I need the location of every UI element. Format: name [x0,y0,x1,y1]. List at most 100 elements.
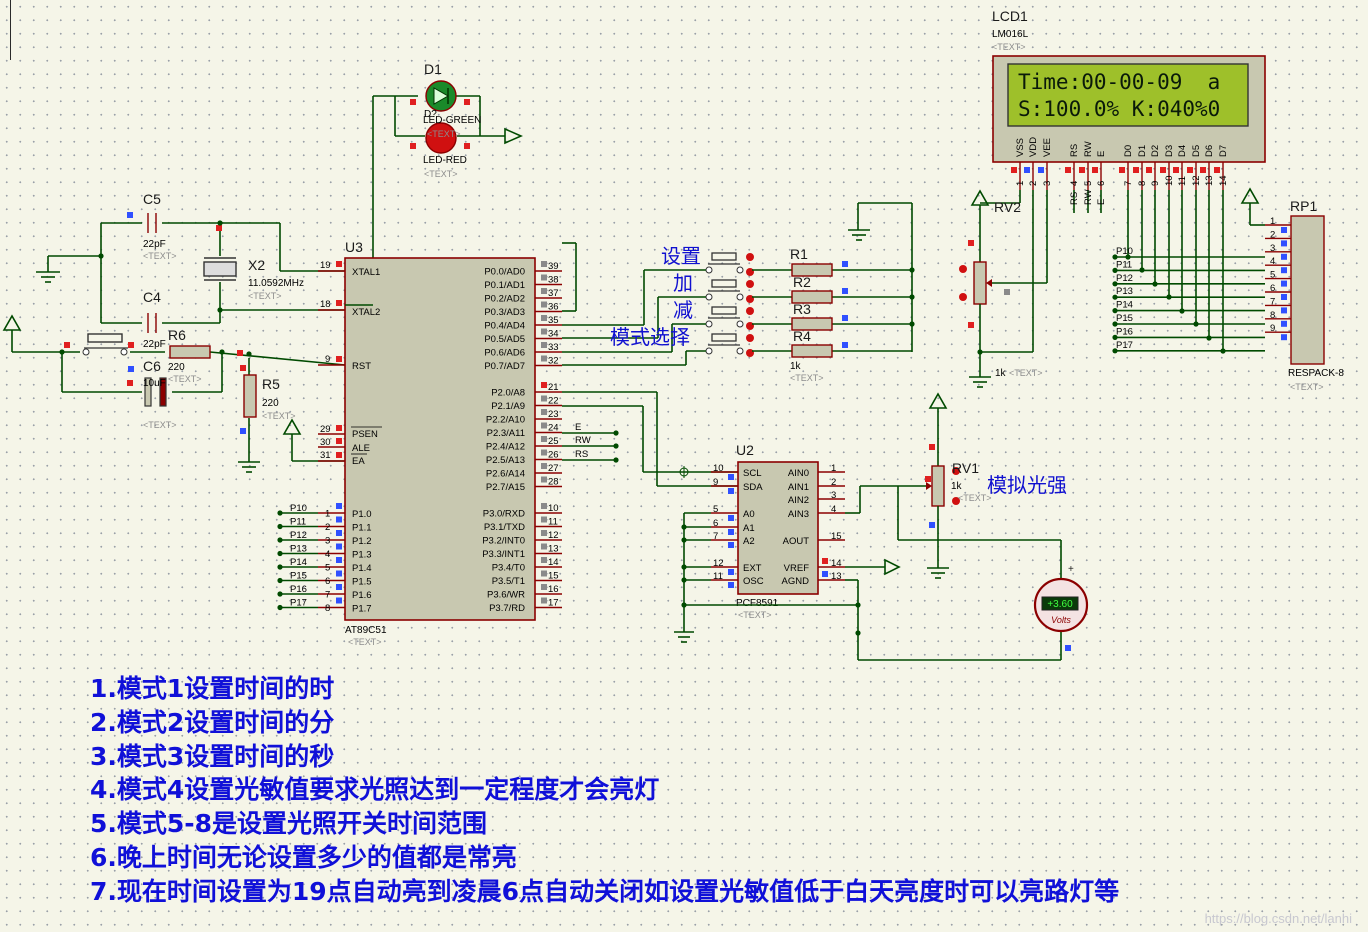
u3-pin-psen-num: 29 [320,424,331,435]
push-button[interactable] [711,333,737,342]
u2-pin-num: 3 [831,490,836,501]
led-red-label: LED-RED [423,155,467,166]
r4-value: 1k [790,361,802,372]
u3-pin-p2-num: 23 [548,409,559,420]
u2-pin-name: OSC [743,576,764,587]
r5-ref: R5 [262,376,280,392]
u3-p1-net-label: P13 [290,544,307,555]
rp1-net-label: P17 [1116,340,1133,351]
lcd-pin-num: 11 [1177,176,1188,186]
u3-pin-p1-name: P1.4 [352,563,372,574]
u3-p1-net-label: P10 [290,503,307,514]
u3-pin-p2-num: 25 [548,436,559,447]
r4-text: <TEXT> [790,373,824,383]
u2-pin-name: AIN2 [788,495,809,506]
lcd1[interactable]: LCD1 LM016L <TEXT> Time:00-00-09 a S:100… [992,8,1266,354]
u2-pin-name: A1 [743,523,755,534]
rv2-text: <TEXT> [1009,368,1043,378]
u2-pin-name: AIN1 [788,482,809,493]
label-mode: 模式选择 [610,325,690,349]
r3-ref: R3 [793,301,811,317]
rv1-value: 1k [951,481,963,492]
u3-pin-p1-num: 4 [325,549,330,560]
led-d1[interactable]: D1 LED-GREEN D? <TEXT> LED-RED <TEXT> [372,61,523,305]
d1-red-text-placeholder: <TEXT> [424,169,458,179]
rp1-part: RESPACK-8 [1288,368,1344,379]
u3-body[interactable] [344,257,536,621]
u2-pin-num: 2 [831,477,836,488]
u3-pin-ale-name: ALE [352,443,370,454]
u2-body[interactable] [737,461,819,595]
lcd-pin-name: D6 [1204,145,1215,157]
lcd1-part: LM016L [992,29,1029,40]
lcd-pin-name: D2 [1150,145,1161,157]
u3-pin-p0-num: 33 [548,342,559,353]
u3-p1-net-label: P17 [290,598,307,609]
u2-pin-name: AGND [782,576,810,587]
u2-pin-name: AIN0 [788,468,809,479]
u3-pin-p3-num: 11 [548,517,558,528]
u3-pin-p0-num: 37 [548,288,559,299]
rp1-net-label: P14 [1116,300,1133,311]
u2-pin-name: SDA [743,482,763,493]
lcd1-ref: LCD1 [992,8,1028,24]
lcd-pin-num: 1 [1015,181,1026,186]
push-button[interactable] [711,306,737,315]
u3-pin-p0-name: P0.4/AD4 [484,321,525,332]
u3-pin-p2-num: 28 [548,477,559,488]
note-item: 3.模式3设置时间的秒 [90,741,335,771]
rv2-contrast[interactable]: RV2 1k <TEXT> [959,189,1048,388]
u2-text: <TEXT> [738,610,772,620]
note-item: 2.模式2设置时间的分 [90,707,335,737]
u3-pin-p3-name: P3.3/INT1 [482,549,525,560]
u3-pin-p2-num: 22 [548,396,559,407]
c5-text: <TEXT> [143,251,177,261]
rp1-respack[interactable]: RP1 RESPACK-8 <TEXT> 123456789P10P11P12P… [1112,187,1344,392]
lcd-pin-group: VSS1VDD2VEE3RS4RW5E6D07D18D29D310D411D51… [1011,137,1229,354]
lcd-pin-name: VSS [1015,138,1026,157]
reset-circuit[interactable]: R6 220 <TEXT> C6 10uF <TEXT> R5 220 <TEX… [2,314,346,473]
u3-pin-p1-name: P1.0 [352,509,372,520]
lcd-ctrl-net: E [1096,199,1107,205]
rp1-net-label: P15 [1116,313,1133,324]
rp1-pin-num: 9 [1270,323,1275,334]
lcd-pin-num: 12 [1191,175,1202,186]
u2-pin-num: 11 [713,571,723,582]
u3-pin-p1-num: 1 [325,509,330,520]
lcd-pin-name: D4 [1177,145,1188,157]
u2-pin-num: 6 [713,518,718,529]
r6-ref: R6 [168,327,186,343]
label-sub: 减 [673,298,693,322]
crystal-circuit[interactable]: C5 22pF <TEXT> X2 11.0592MHz <TEXT> C4 2… [36,191,345,350]
lcd-pin-name: RS [1069,144,1080,157]
u3-pin-rst-name: RST [352,361,371,372]
u3-pin-p0-name: P0.5/AD5 [484,334,525,345]
u3-pin-p2-name: P2.1/A9 [491,401,525,412]
rv1-light-sensor[interactable]: RV1 1k <TEXT> 模拟光强 [897,392,1067,580]
button-group[interactable] [705,252,754,357]
rp1-pin-num: 6 [1270,283,1275,294]
u3-pin-p3-num: 12 [548,530,559,541]
voltmeter[interactable]: +3.60 Volts + [1033,564,1089,651]
lcd-pin-num: 4 [1069,181,1080,186]
lcd-pin-num: 2 [1028,181,1039,186]
net-rs: RS [575,449,588,460]
lcd-pin-name: D0 [1123,145,1134,157]
u2-pin-name: SCL [743,468,761,479]
rp1-pin-num: 4 [1270,256,1275,267]
lcd-pin-num: 7 [1123,181,1134,186]
u3-pin-p3-num: 13 [548,544,559,555]
u3-pin-p2-num: 27 [548,463,559,474]
pullup-resistors[interactable]: R1 R2 R3 R4 1k <TEXT> [752,202,915,383]
u3-pin-p0-num: 39 [548,261,559,272]
push-button[interactable] [711,252,737,261]
r5-text: <TEXT> [262,411,296,421]
rp1-net-label: P10 [1116,246,1133,257]
push-button[interactable] [711,279,737,288]
rp1-pin-num: 3 [1270,243,1275,254]
